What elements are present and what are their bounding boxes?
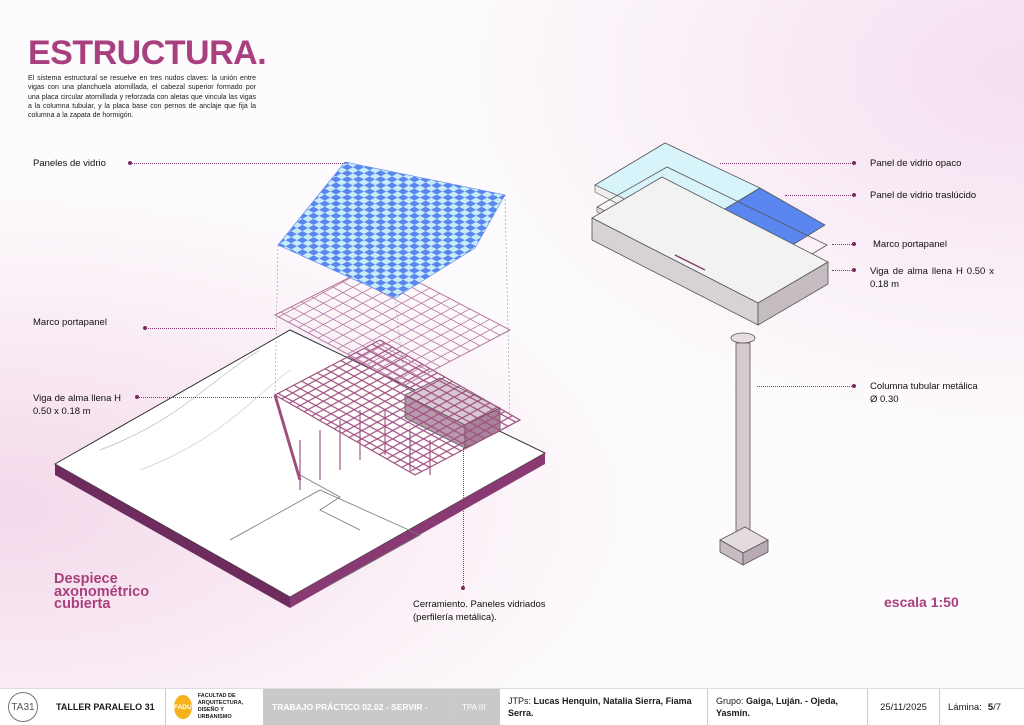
beam-layer [273,339,522,476]
label-enclosure: Cerramiento. Paneles vidriados (perfiler… [413,599,546,623]
leader-dot [852,242,856,246]
leader-dot [135,395,139,399]
drawing-title: Despiece axonométrico cubierta [54,571,150,612]
detail-roof [591,142,829,326]
jtps-names: Lucas Henquin, Natalia Sierra, Fiama Ser… [508,696,692,718]
leader-dot [143,326,147,330]
leader-dot [128,161,132,165]
leader-frame-right [832,244,854,245]
intro-paragraph: El sistema estructural se resuelve en tr… [28,75,256,120]
leader-opaque [720,163,853,164]
label-opaque-glass: Panel de vidrio opaco [870,158,962,169]
leader-glass [130,163,345,164]
site-base [53,329,547,608]
leader-beam-right [832,270,854,271]
label-beam: Viga de alma llena H 0.50 x 0.18 m [33,393,121,417]
sheet-total: /7 [993,701,1002,713]
sheet-label: Lámina: [948,701,982,713]
course-name: TALLER PARALELO 31 [48,689,166,725]
leader-frame [145,328,275,329]
sheet-cell: Lámina: 5/7 [940,689,1024,725]
fadu-badge: FADU [174,695,192,719]
leader-dot [852,384,856,388]
leader-dot [461,586,465,590]
detail-column [719,332,769,566]
jtps-cell: JTPs: Lucas Henquin, Natalia Sierra, Fia… [500,689,708,725]
label-column: Columna tubular metálica Ø 0.30 [870,381,978,405]
assignment-title: TRABAJO PRÁCTICO 02.02 - SERVIR - [264,689,454,725]
sheet-current: 5 [987,701,994,713]
leader-enclosure [463,448,464,588]
logo-cell: TA31 [0,689,48,725]
leader-translucent [785,195,853,196]
tpa-label: TPA III [454,689,500,725]
leader-beam [137,397,272,398]
label-glass-panels: Paneles de vidrio [33,158,106,169]
leader-dot [852,268,856,272]
faculty-cell: FADU FACULTAD DE ARQUITECTURA, DISEÑO Y … [166,689,264,725]
group-label: Grupo: [716,696,744,706]
leader-column [757,386,854,387]
group-cell: Grupo: Gaiga, Luján. - Ojeda, Yasmín. [708,689,868,725]
leader-dot [852,193,856,197]
date: 25/11/2025 [868,689,940,725]
group-names: Gaiga, Luján. - Ojeda, Yasmín. [716,696,839,718]
scale-label: escala 1:50 [884,594,959,610]
ta31-logo: TA31 [8,692,38,722]
label-frame-right: Marco portapanel [873,239,947,250]
jtps-label: JTPs: [508,696,532,706]
leader-dot [852,161,856,165]
title-block: TA31 TALLER PARALELO 31 FADU FACULTAD DE… [0,688,1024,725]
glass-layer [277,161,506,299]
label-beam-right: Viga de alma llena H 0.50 x 0.18 m [870,266,994,290]
axonometric-drawings [53,142,829,608]
page-title: ESTRUCTURA. [28,34,267,72]
label-frame: Marco portapanel [33,317,107,328]
label-translucent-glass: Panel de vidrio traslúcido [870,190,977,201]
frame-layer [273,261,512,386]
faculty-name: FACULTAD DE ARQUITECTURA, DISEÑO Y URBAN… [197,693,244,720]
